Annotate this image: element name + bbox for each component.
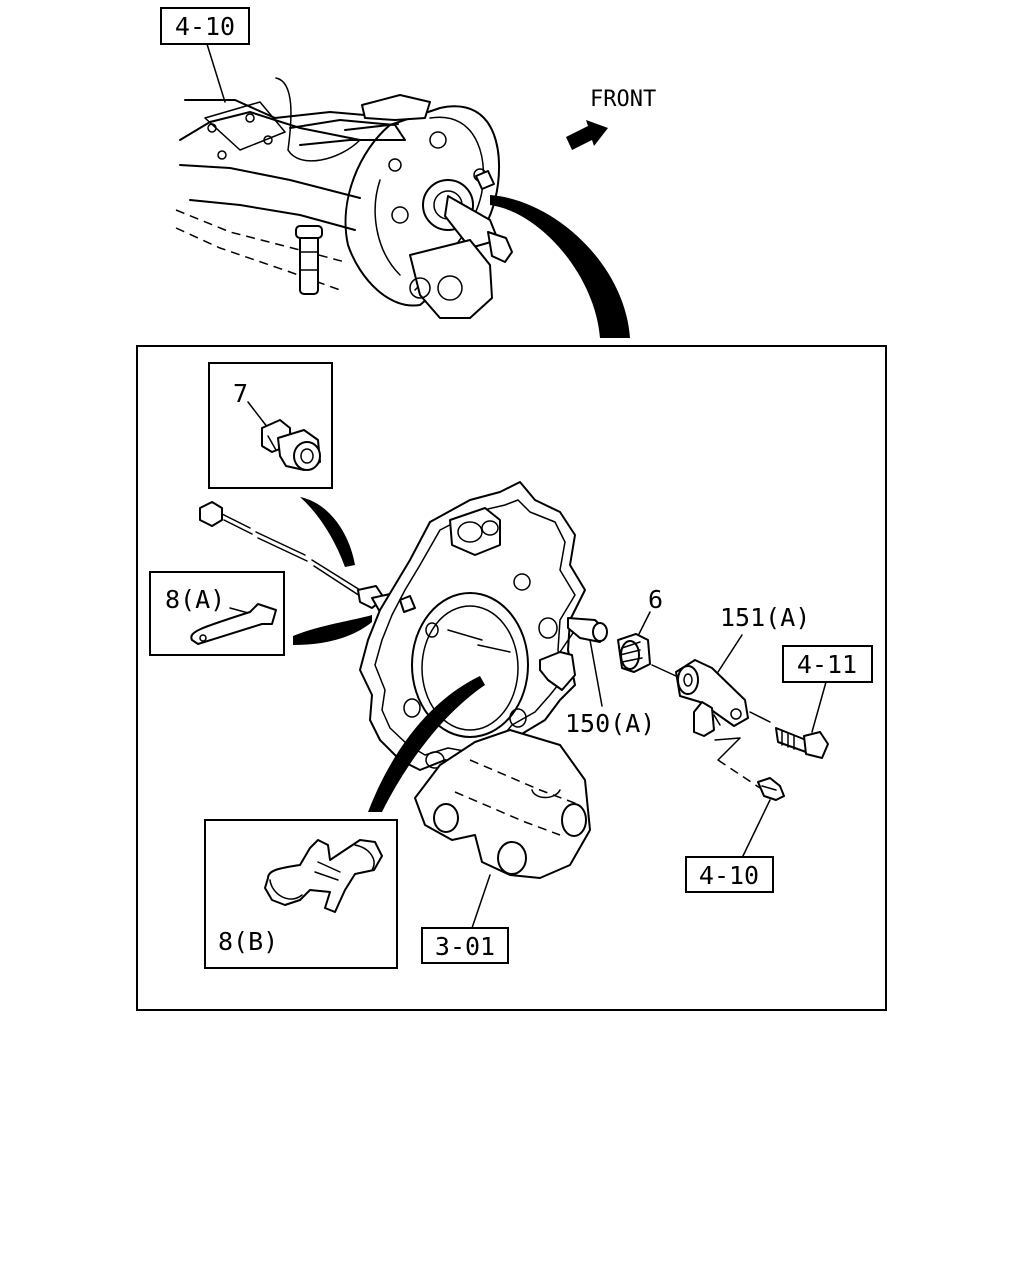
front-label: FRONT (590, 87, 656, 112)
bolt-lower-4-10 (714, 737, 785, 859)
inset-clip-b: 8(B) (204, 819, 398, 969)
inset-clip-a: 8(A) (149, 571, 285, 656)
axle-overview (175, 77, 513, 319)
part-8a-label: 8(A) (165, 585, 225, 614)
pointer-part-7 (300, 497, 355, 567)
ref-box-bracket-bolt: 4-11 (782, 645, 873, 683)
ref-bracket-bolt-label: 4-11 (797, 650, 857, 679)
leader-sensor (589, 639, 603, 707)
detail-frame (136, 345, 887, 1011)
part-6-label: 6 (648, 585, 663, 614)
pointer-part-8a (293, 615, 372, 645)
ref-box-backing-plate: 3-01 (421, 927, 509, 964)
ref-box-lower-bolt: 4-10 (685, 856, 774, 893)
inset-sensor-plug: 7 (208, 362, 333, 489)
front-arrow-icon (566, 120, 608, 150)
ref-lower-bolt-label: 4-10 (699, 861, 759, 890)
part-150a-label: 150(A) (565, 709, 655, 738)
bolt-4-11 (775, 681, 829, 759)
ref-top-axle-label: 4-10 (175, 12, 235, 41)
bushing: 6 (617, 585, 663, 673)
leader-top-axle (206, 43, 226, 103)
front-direction: FRONT (566, 87, 656, 150)
ref-box-top-axle: 4-10 (160, 7, 250, 45)
ref-backing-plate-label: 3-01 (435, 932, 495, 961)
assembly-line-bushing (651, 664, 677, 677)
part-8b-label: 8(B) (218, 927, 278, 956)
leader-backing-plate (471, 874, 491, 929)
part-151a-label: 151(A) (720, 603, 810, 632)
backing-plate (359, 481, 608, 879)
pointer-part-8b (368, 676, 485, 812)
part-7-label: 7 (233, 379, 248, 408)
sensor-bracket: 151(A) (675, 603, 810, 737)
pointer-to-detail (490, 195, 630, 338)
